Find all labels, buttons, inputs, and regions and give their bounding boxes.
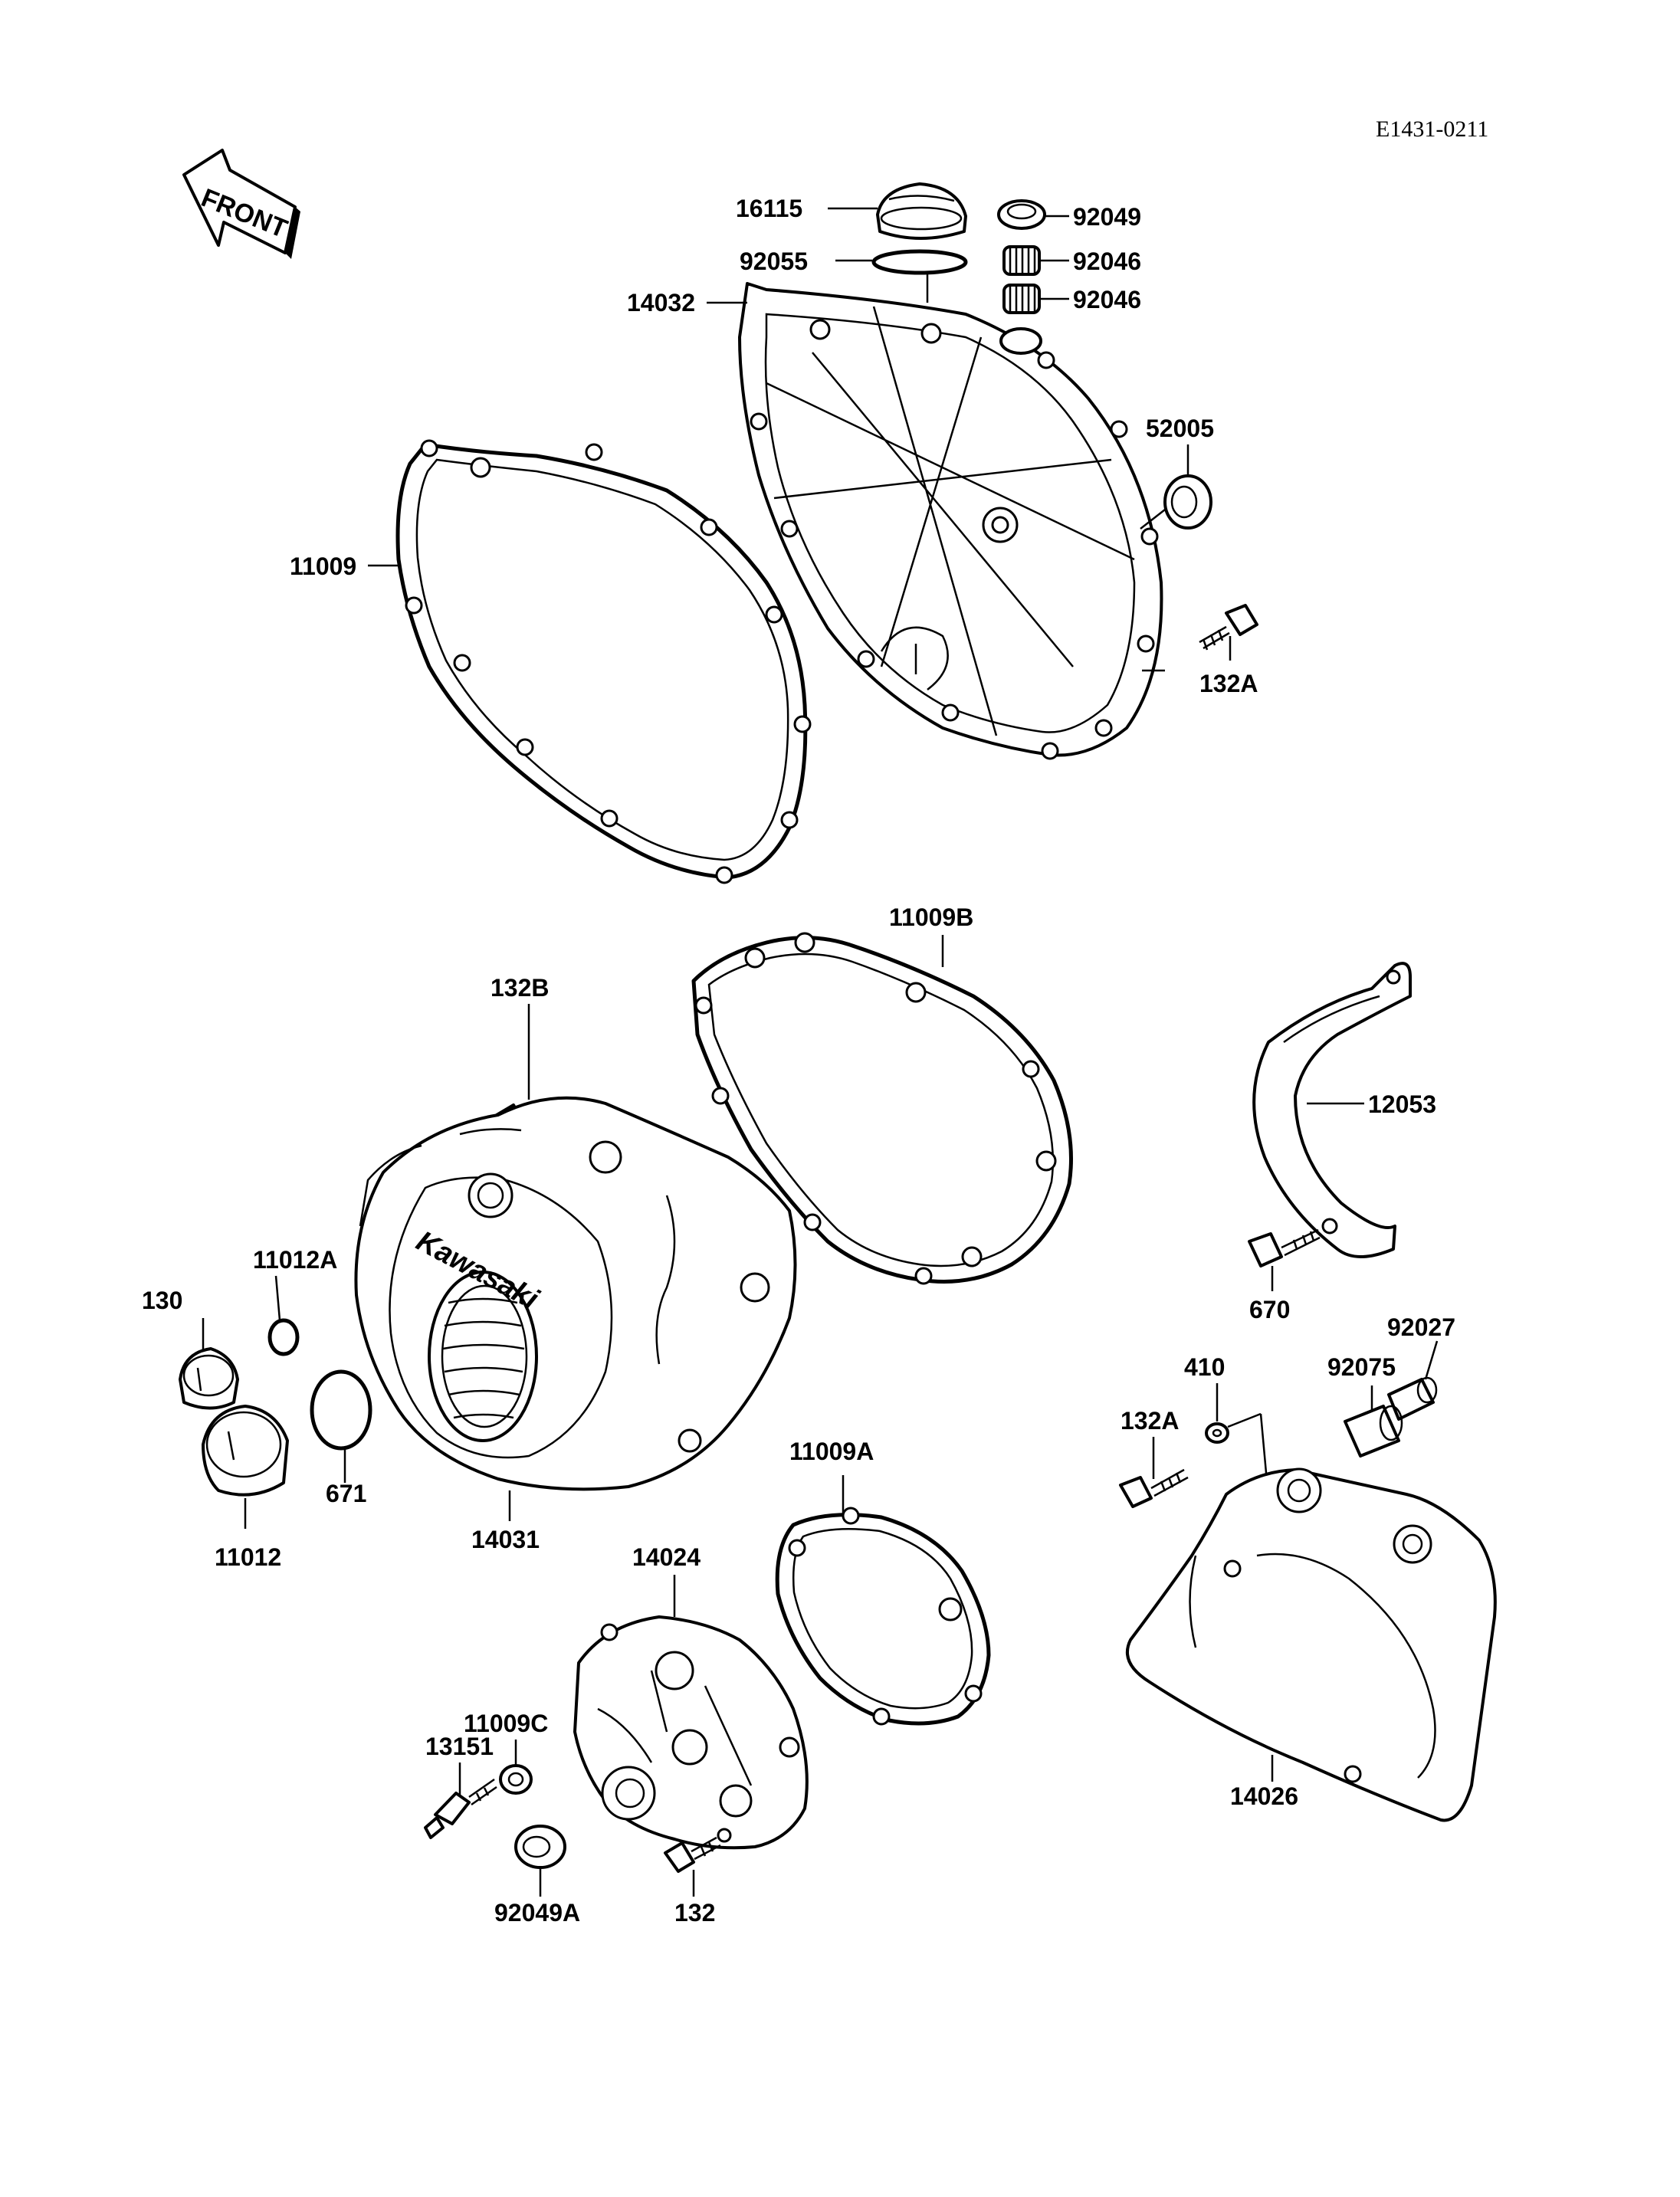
part-11012-inspection-plug <box>202 1405 289 1497</box>
label-92055: 92055 <box>740 248 808 275</box>
label-671: 671 <box>326 1480 366 1507</box>
part-16115-oil-filler-cap <box>876 182 967 240</box>
label-16115: 16115 <box>736 195 802 222</box>
label-92075: 92075 <box>1327 1353 1396 1381</box>
part-12053-chain-guide <box>1252 962 1412 1258</box>
label-12053: 12053 <box>1368 1090 1436 1118</box>
part-11009C-gasket <box>499 1764 533 1795</box>
part-670-o-ring <box>267 1318 300 1356</box>
part-92046-needle-bearing-lower <box>1002 284 1041 314</box>
label-11009C: 11009C <box>464 1710 548 1737</box>
label-130: 670 <box>1249 1296 1290 1323</box>
part-132-bolt <box>664 1836 721 1873</box>
part-671-o-ring <box>310 1369 372 1451</box>
part-92049-oil-seal <box>997 199 1046 230</box>
part-130-bolt <box>1248 1228 1321 1267</box>
label-11009A: 11009A <box>789 1438 874 1465</box>
part-11009A-water-pump-gasket <box>775 1507 991 1726</box>
diagram-code: E1431-0211 <box>1376 116 1488 142</box>
label-132: 132 <box>674 1899 715 1926</box>
part-14032-clutch-cover <box>738 282 1163 760</box>
label-132A-bottom: 132A <box>1121 1407 1180 1435</box>
part-92075-grommet <box>1344 1405 1403 1458</box>
label-132B: 132B <box>491 974 550 1002</box>
part-92055-o-ring <box>871 249 968 275</box>
label-14024: 14024 <box>632 1543 701 1571</box>
label-92046-lower: 92046 <box>1073 286 1141 313</box>
label-13151: 13151 <box>425 1733 494 1760</box>
part-11009-clutch-cover-gasket <box>395 439 812 884</box>
label-52005: 52005 <box>1146 415 1214 442</box>
label-11012: 11012 <box>215 1543 281 1571</box>
label-11009B: 11009B <box>889 903 973 931</box>
part-132A-bolt-bottom <box>1119 1468 1189 1508</box>
label-11012A: 130 <box>142 1287 182 1314</box>
label-670: 11012A <box>253 1246 337 1274</box>
label-92027: 92027 <box>1387 1313 1455 1341</box>
front-arrow-icon: FRONT <box>182 149 300 259</box>
part-132A-bolt-top <box>1199 604 1258 651</box>
label-11009: 11009 <box>290 553 356 580</box>
label-92049: 92049 <box>1073 203 1141 231</box>
part-92046-needle-bearing-upper <box>1002 245 1041 276</box>
label-410: 410 <box>1184 1353 1225 1381</box>
part-14031-generator-cover: Kawasaki <box>354 1096 797 1491</box>
label-132A-top: 132A <box>1199 670 1258 697</box>
label-14032: 14032 <box>627 289 695 316</box>
part-14026-engine-sprocket-cover <box>1126 1467 1497 1822</box>
label-92049A: 92049A <box>494 1899 580 1926</box>
label-92046-upper: 92046 <box>1073 248 1141 275</box>
part-92049A-oil-seal <box>514 1825 566 1869</box>
part-410-washer <box>1205 1422 1229 1444</box>
part-92027-collar <box>1387 1376 1438 1421</box>
part-52005-seal <box>1163 474 1212 530</box>
part-11012A-timing-plug <box>179 1347 239 1410</box>
part-14024-water-pump-cover <box>573 1615 809 1850</box>
part-11009B-generator-cover-gasket <box>691 932 1073 1285</box>
label-14031: 14031 <box>471 1526 540 1553</box>
label-14026: 14026 <box>1230 1782 1298 1810</box>
part-13151-bleeder-bolt <box>424 1778 497 1839</box>
